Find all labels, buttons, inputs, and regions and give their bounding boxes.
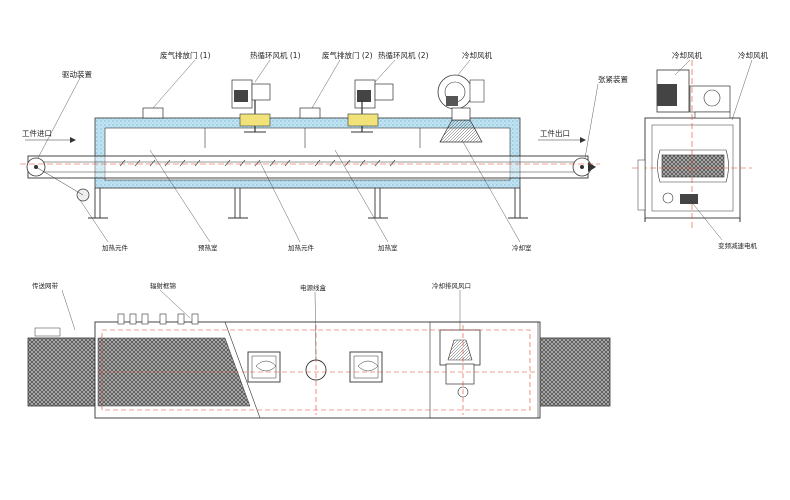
- front-elevation: [20, 59, 600, 243]
- heater-row: [119, 159, 396, 167]
- side-elevation: [632, 59, 753, 241]
- label-drive: 驱动装置: [62, 69, 92, 79]
- label-heat-room: 加热室: [378, 243, 398, 252]
- label-outlet: 工件出口: [540, 128, 570, 138]
- label-cool-room: 冷却室: [512, 243, 532, 252]
- label-motor: 变频减速电机: [718, 241, 758, 250]
- plan-fan-opening-1: [247, 351, 281, 383]
- label-cool-exhaust: 冷却排风风口: [432, 281, 471, 290]
- label-side-cool-fan2: 冷却风机: [738, 50, 768, 60]
- hot-fan-1: [231, 79, 271, 133]
- label-pipe-rack: 辐射框锦: [150, 281, 177, 290]
- cooling-fan-front: [437, 74, 485, 143]
- label-tension: 张紧装置: [598, 74, 628, 84]
- label-exhaust-2: 废气排放门 (2): [322, 50, 373, 60]
- label-cool-fan: 冷却风机: [462, 50, 492, 60]
- oven-inner-chamber: [104, 127, 511, 181]
- side-motor: [680, 194, 698, 204]
- label-inlet: 工件进口: [22, 128, 52, 138]
- label-hot-fan-1: 热循环风机 (1): [250, 50, 301, 60]
- top-plan: [27, 289, 611, 419]
- label-heater-2: 加热元件: [288, 243, 315, 252]
- label-cable-box: 电源线盒: [300, 283, 327, 292]
- support-legs: [88, 188, 528, 219]
- label-preheat-room: 预热室: [198, 243, 218, 252]
- label-mesh-belt: 传送网带: [32, 281, 59, 290]
- side-mesh-belt: [661, 154, 725, 178]
- plan-fan-opening-2: [349, 351, 383, 383]
- label-heater-1: 加热元件: [102, 243, 129, 252]
- hot-fan-2: [347, 79, 394, 133]
- label-exhaust-1: 废气排放门 (1): [160, 50, 211, 60]
- label-hot-fan-2: 热循环风机 (2): [378, 50, 429, 60]
- exhaust-port-2: [299, 107, 321, 119]
- plan-mesh-left: [27, 337, 99, 407]
- conveyor-frame: [27, 155, 589, 179]
- exhaust-port-1: [142, 107, 164, 119]
- radiant-pipes: [117, 313, 199, 325]
- plan-mesh-right: [537, 337, 611, 407]
- label-side-cool-fan: 冷却风机: [672, 50, 702, 60]
- plan-cool-exhaust: [439, 329, 481, 398]
